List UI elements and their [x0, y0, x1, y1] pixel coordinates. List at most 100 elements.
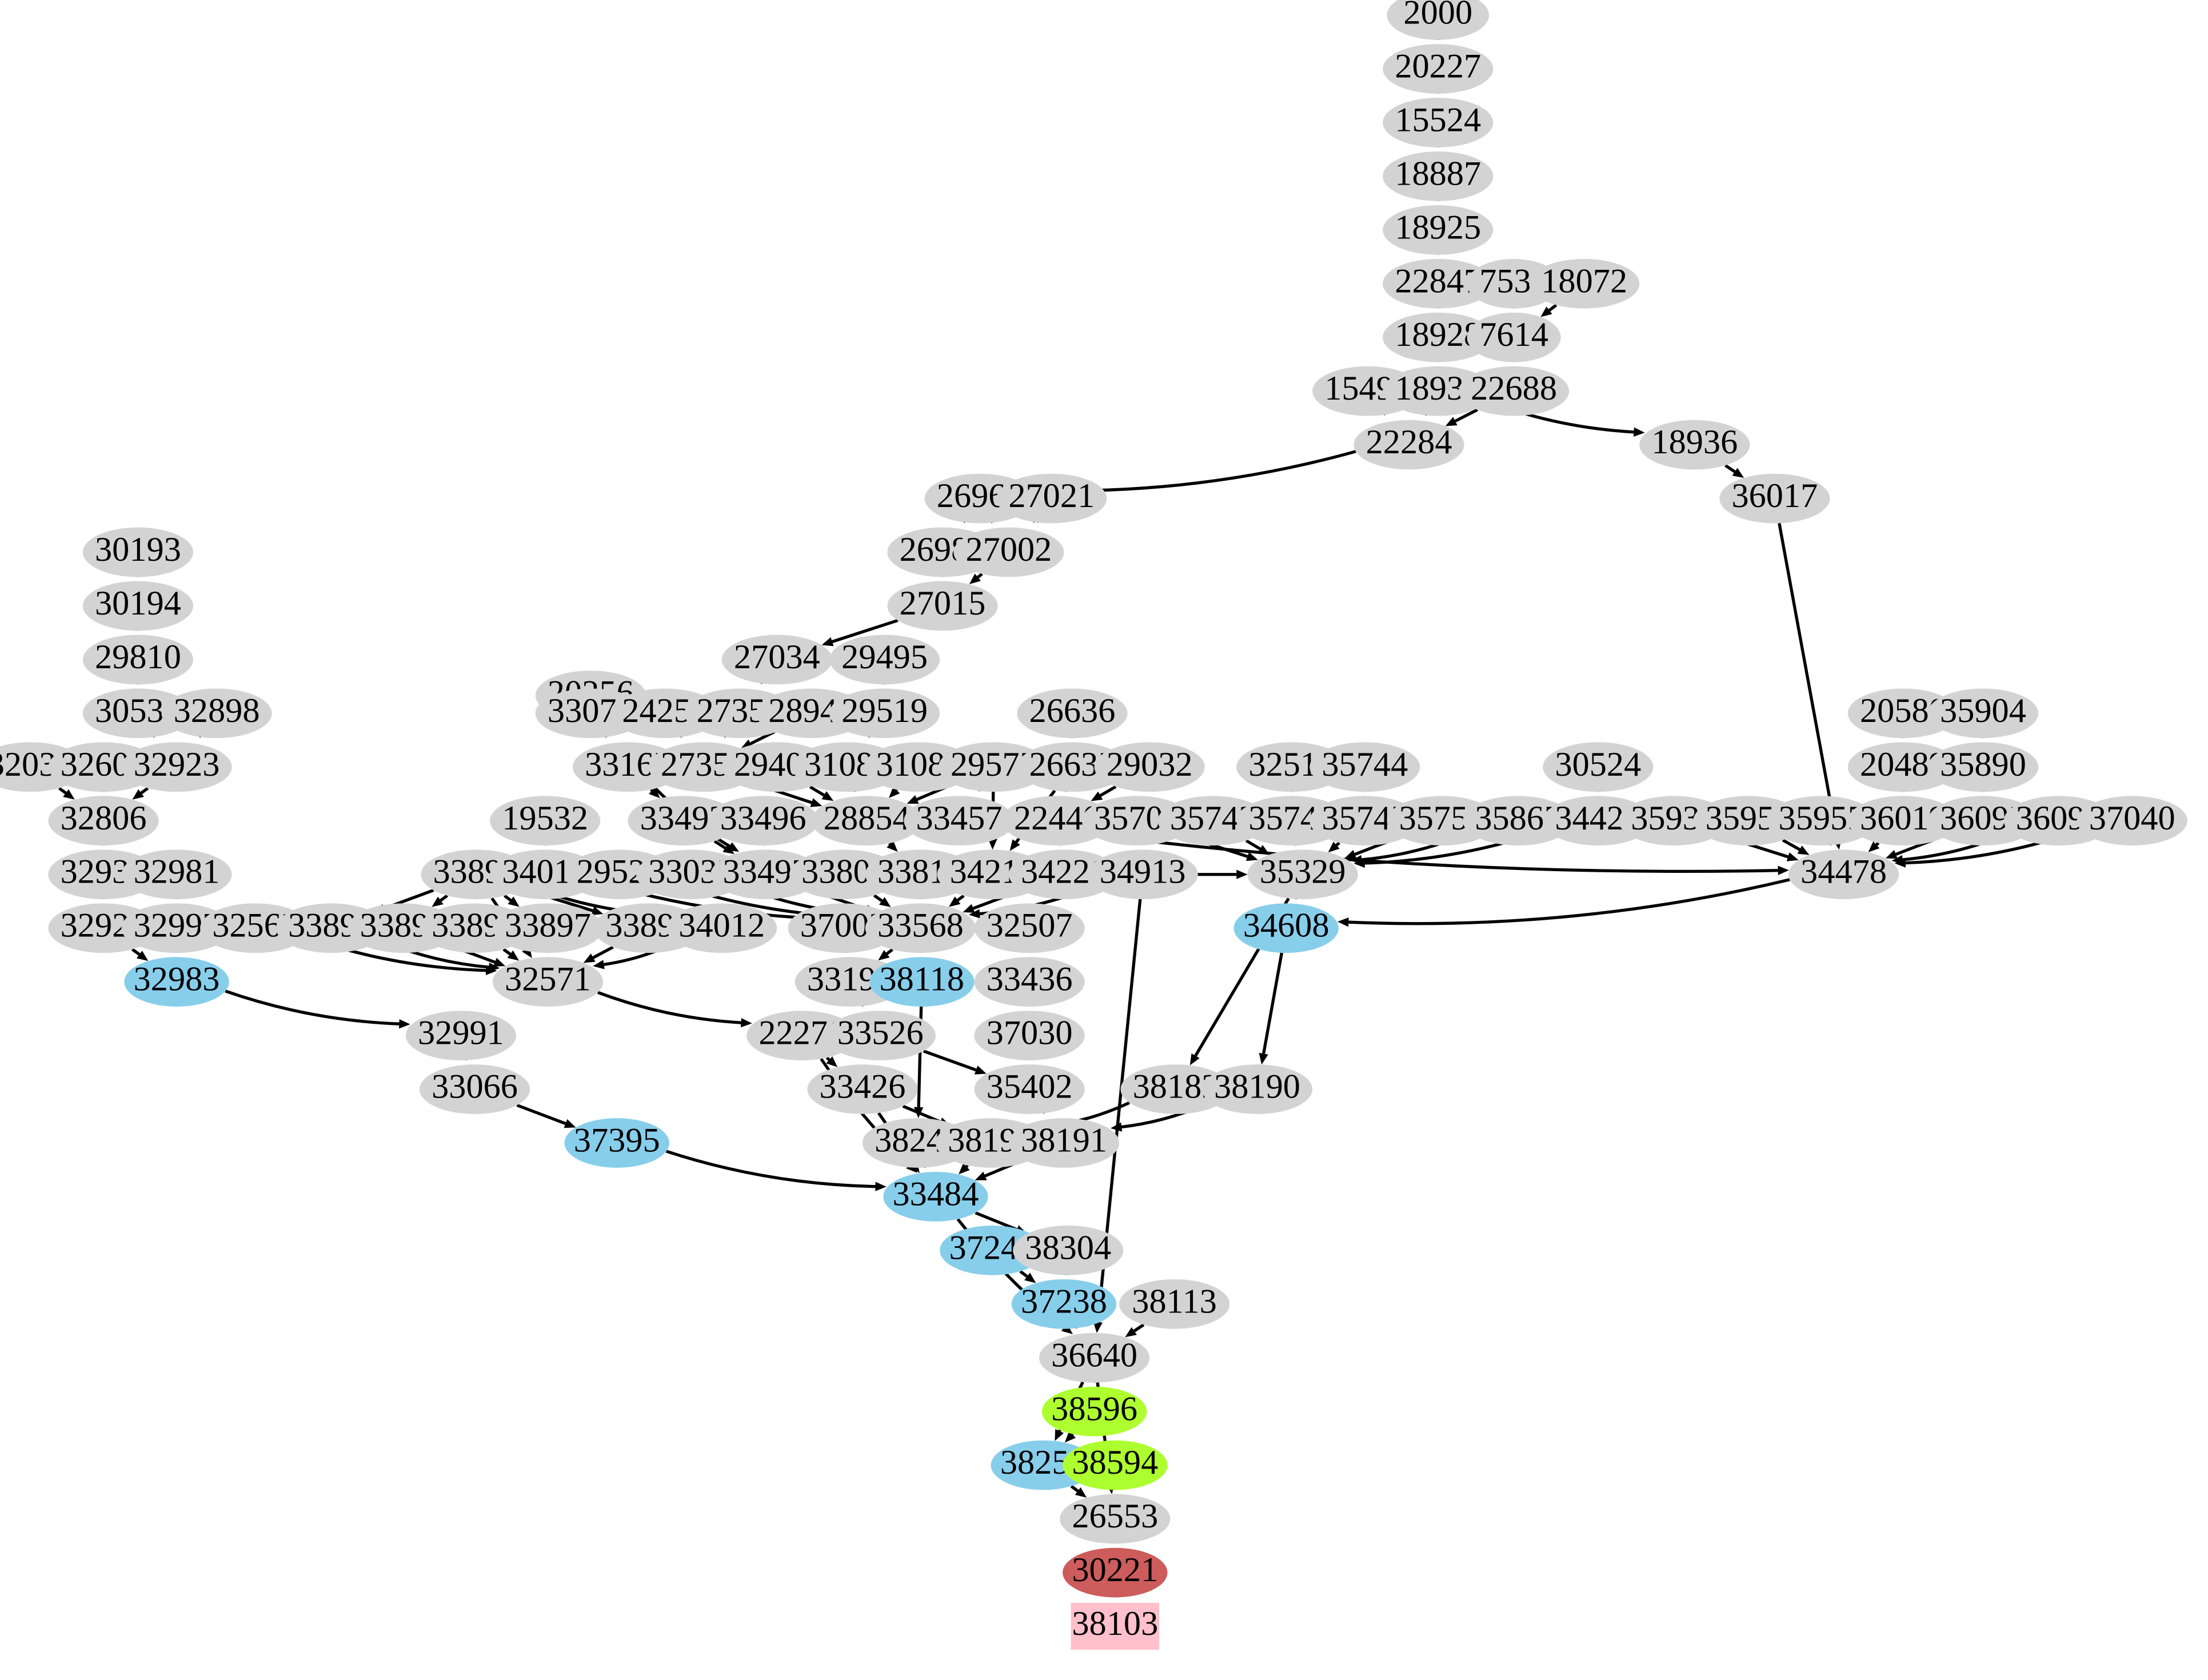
node-ellipse-shape[interactable]	[1309, 742, 1420, 792]
graph-node[interactable]: 38594	[1063, 1440, 1168, 1490]
node-ellipse-shape[interactable]	[1017, 742, 1128, 792]
graph-node[interactable]: 18936	[1639, 420, 1750, 470]
node-ellipse-shape[interactable]	[1383, 366, 1494, 416]
node-ellipse-shape[interactable]	[1788, 849, 1899, 900]
graph-node[interactable]: 33484	[883, 1172, 988, 1222]
graph-node[interactable]: 32983	[124, 957, 229, 1007]
graph-node[interactable]: 37030	[974, 1011, 1085, 1060]
node-ellipse-shape[interactable]	[628, 796, 738, 846]
node-ellipse-shape[interactable]	[1039, 1332, 1150, 1383]
node-ellipse-shape[interactable]	[161, 688, 272, 739]
node-ellipse-shape[interactable]	[1001, 796, 1112, 846]
node-ellipse-shape[interactable]	[721, 635, 832, 685]
graph-node[interactable]: 37040	[2077, 796, 2187, 846]
node-ellipse-shape[interactable]	[492, 957, 604, 1007]
graph-node[interactable]: 38304	[1013, 1226, 1124, 1275]
node-ellipse-shape[interactable]	[2077, 796, 2187, 846]
graph-node[interactable]: 30524	[1543, 742, 1654, 792]
graph-node[interactable]: 34913	[1087, 849, 1198, 900]
node-ellipse-shape[interactable]	[1309, 796, 1420, 846]
node-ellipse-shape[interactable]	[1543, 796, 1654, 846]
node-ellipse-shape[interactable]	[1387, 796, 1498, 846]
node-ellipse-shape[interactable]	[883, 1172, 988, 1222]
node-ellipse-shape[interactable]	[1463, 796, 1574, 846]
graph-node[interactable]: 32923	[121, 742, 232, 792]
node-ellipse-shape[interactable]	[1383, 44, 1494, 94]
node-ellipse-shape[interactable]	[1087, 849, 1198, 900]
node-ellipse-shape[interactable]	[938, 742, 1049, 792]
node-ellipse-shape[interactable]	[829, 635, 940, 685]
graph-node[interactable]: 33457	[904, 796, 1015, 846]
node-ellipse-shape[interactable]	[124, 957, 229, 1007]
node-ellipse-shape[interactable]	[419, 1064, 530, 1114]
graph-node[interactable]: 18072	[1529, 258, 1640, 309]
node-ellipse-shape[interactable]	[789, 849, 900, 900]
graph-node[interactable]: 30194	[82, 581, 194, 631]
node-ellipse-shape[interactable]	[1201, 1064, 1313, 1114]
node-ellipse-shape[interactable]	[1041, 1386, 1147, 1436]
node-box-shape[interactable]	[1071, 1603, 1160, 1650]
graph-node[interactable]: 32571	[492, 957, 604, 1007]
graph-node[interactable]: 35744	[1309, 742, 1420, 792]
node-ellipse-shape[interactable]	[405, 1011, 516, 1060]
graph-node[interactable]: 29519	[829, 688, 940, 739]
graph-node[interactable]: 37238	[1011, 1279, 1117, 1329]
graph-node[interactable]: 38191	[1008, 1118, 1120, 1168]
node-ellipse-shape[interactable]	[1081, 796, 1193, 846]
graph-node[interactable]: 32898	[161, 688, 272, 739]
node-ellipse-shape[interactable]	[1387, 0, 1490, 40]
node-ellipse-shape[interactable]	[1927, 742, 2039, 792]
graph-node[interactable]: 22688	[1458, 366, 1570, 416]
graph-node[interactable]: 32991	[405, 1011, 516, 1060]
graph-node[interactable]: 26636	[1017, 688, 1128, 739]
node-ellipse-shape[interactable]	[825, 1011, 936, 1060]
node-ellipse-shape[interactable]	[974, 957, 1085, 1007]
node-ellipse-shape[interactable]	[1847, 688, 1958, 739]
graph-node[interactable]: 33426	[807, 1064, 918, 1114]
graph-node[interactable]: 36640	[1039, 1332, 1150, 1383]
node-ellipse-shape[interactable]	[1353, 420, 1464, 470]
graph-node[interactable]: 37395	[564, 1118, 669, 1168]
node-ellipse-shape[interactable]	[1927, 796, 2039, 846]
graph-node[interactable]: 38596	[1041, 1386, 1147, 1436]
node-ellipse-shape[interactable]	[1847, 742, 1958, 792]
node-ellipse-shape[interactable]	[974, 903, 1085, 953]
node-ellipse-shape[interactable]	[1008, 1118, 1120, 1168]
node-ellipse-shape[interactable]	[940, 1226, 1045, 1275]
graph-node[interactable]: 35904	[1927, 688, 2039, 739]
node-ellipse-shape[interactable]	[1719, 473, 1830, 524]
node-ellipse-shape[interactable]	[1927, 688, 2039, 739]
node-ellipse-shape[interactable]	[1383, 151, 1494, 201]
node-ellipse-shape[interactable]	[869, 957, 975, 1007]
node-ellipse-shape[interactable]	[82, 635, 194, 685]
graph-node[interactable]: 27034	[721, 635, 832, 685]
graph-node[interactable]: 27021	[996, 473, 1107, 524]
node-ellipse-shape[interactable]	[1119, 1279, 1230, 1329]
graph-node[interactable]: 32507	[974, 903, 1085, 953]
node-ellipse-shape[interactable]	[1008, 849, 1120, 900]
node-ellipse-shape[interactable]	[708, 796, 818, 846]
graph-node[interactable]: 34478	[1788, 849, 1899, 900]
node-ellipse-shape[interactable]	[788, 903, 899, 953]
node-ellipse-shape[interactable]	[1847, 796, 1958, 846]
graph-node[interactable]: 38103	[1071, 1603, 1160, 1650]
node-ellipse-shape[interactable]	[1467, 312, 1561, 362]
node-ellipse-shape[interactable]	[1094, 742, 1205, 792]
node-ellipse-shape[interactable]	[865, 903, 976, 953]
graph-node[interactable]: 33436	[974, 957, 1085, 1007]
graph-node[interactable]: 32806	[48, 796, 159, 846]
node-ellipse-shape[interactable]	[490, 796, 601, 846]
node-ellipse-shape[interactable]	[996, 473, 1107, 524]
node-ellipse-shape[interactable]	[974, 1064, 1085, 1114]
node-ellipse-shape[interactable]	[1013, 1226, 1124, 1275]
node-ellipse-shape[interactable]	[887, 581, 998, 631]
graph-node[interactable]: 36017	[1719, 473, 1830, 524]
graph-node[interactable]: 33897	[492, 903, 604, 953]
graph-node[interactable]: 15524	[1383, 98, 1494, 147]
node-ellipse-shape[interactable]	[666, 903, 777, 953]
node-ellipse-shape[interactable]	[1383, 312, 1494, 362]
graph-node[interactable]: 35402	[974, 1064, 1085, 1114]
graph-node[interactable]: 20227	[1383, 44, 1494, 94]
node-ellipse-shape[interactable]	[82, 527, 194, 577]
node-ellipse-shape[interactable]	[82, 581, 194, 631]
